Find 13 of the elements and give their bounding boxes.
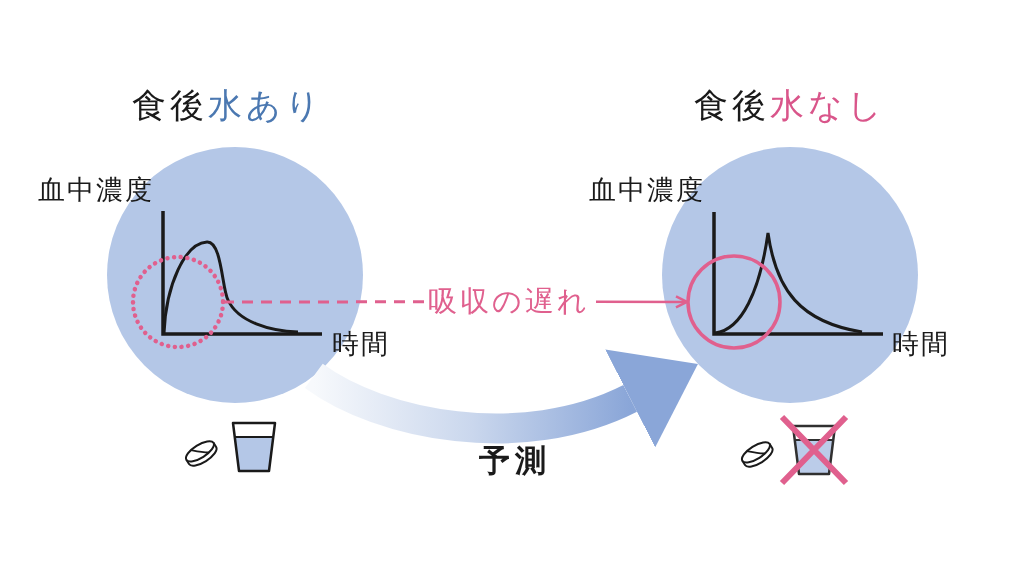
highlight-ring	[685, 253, 783, 351]
axis-label: 時間	[332, 328, 390, 360]
axis-label: 血中濃度	[38, 174, 154, 206]
annotation-text: 吸収の遅れ	[428, 285, 590, 319]
axis-label: 時間	[892, 328, 950, 360]
arrow	[596, 295, 689, 309]
panel-heading: 食後水あり	[132, 86, 324, 126]
curved-block-arrow	[305, 348, 700, 449]
axis-label: 血中濃度	[589, 174, 705, 206]
dashed-line	[223, 300, 425, 304]
edge-label: 予測	[478, 442, 551, 479]
dotted-highlight-ring	[130, 254, 226, 350]
panel-heading: 食後水なし	[694, 86, 886, 126]
